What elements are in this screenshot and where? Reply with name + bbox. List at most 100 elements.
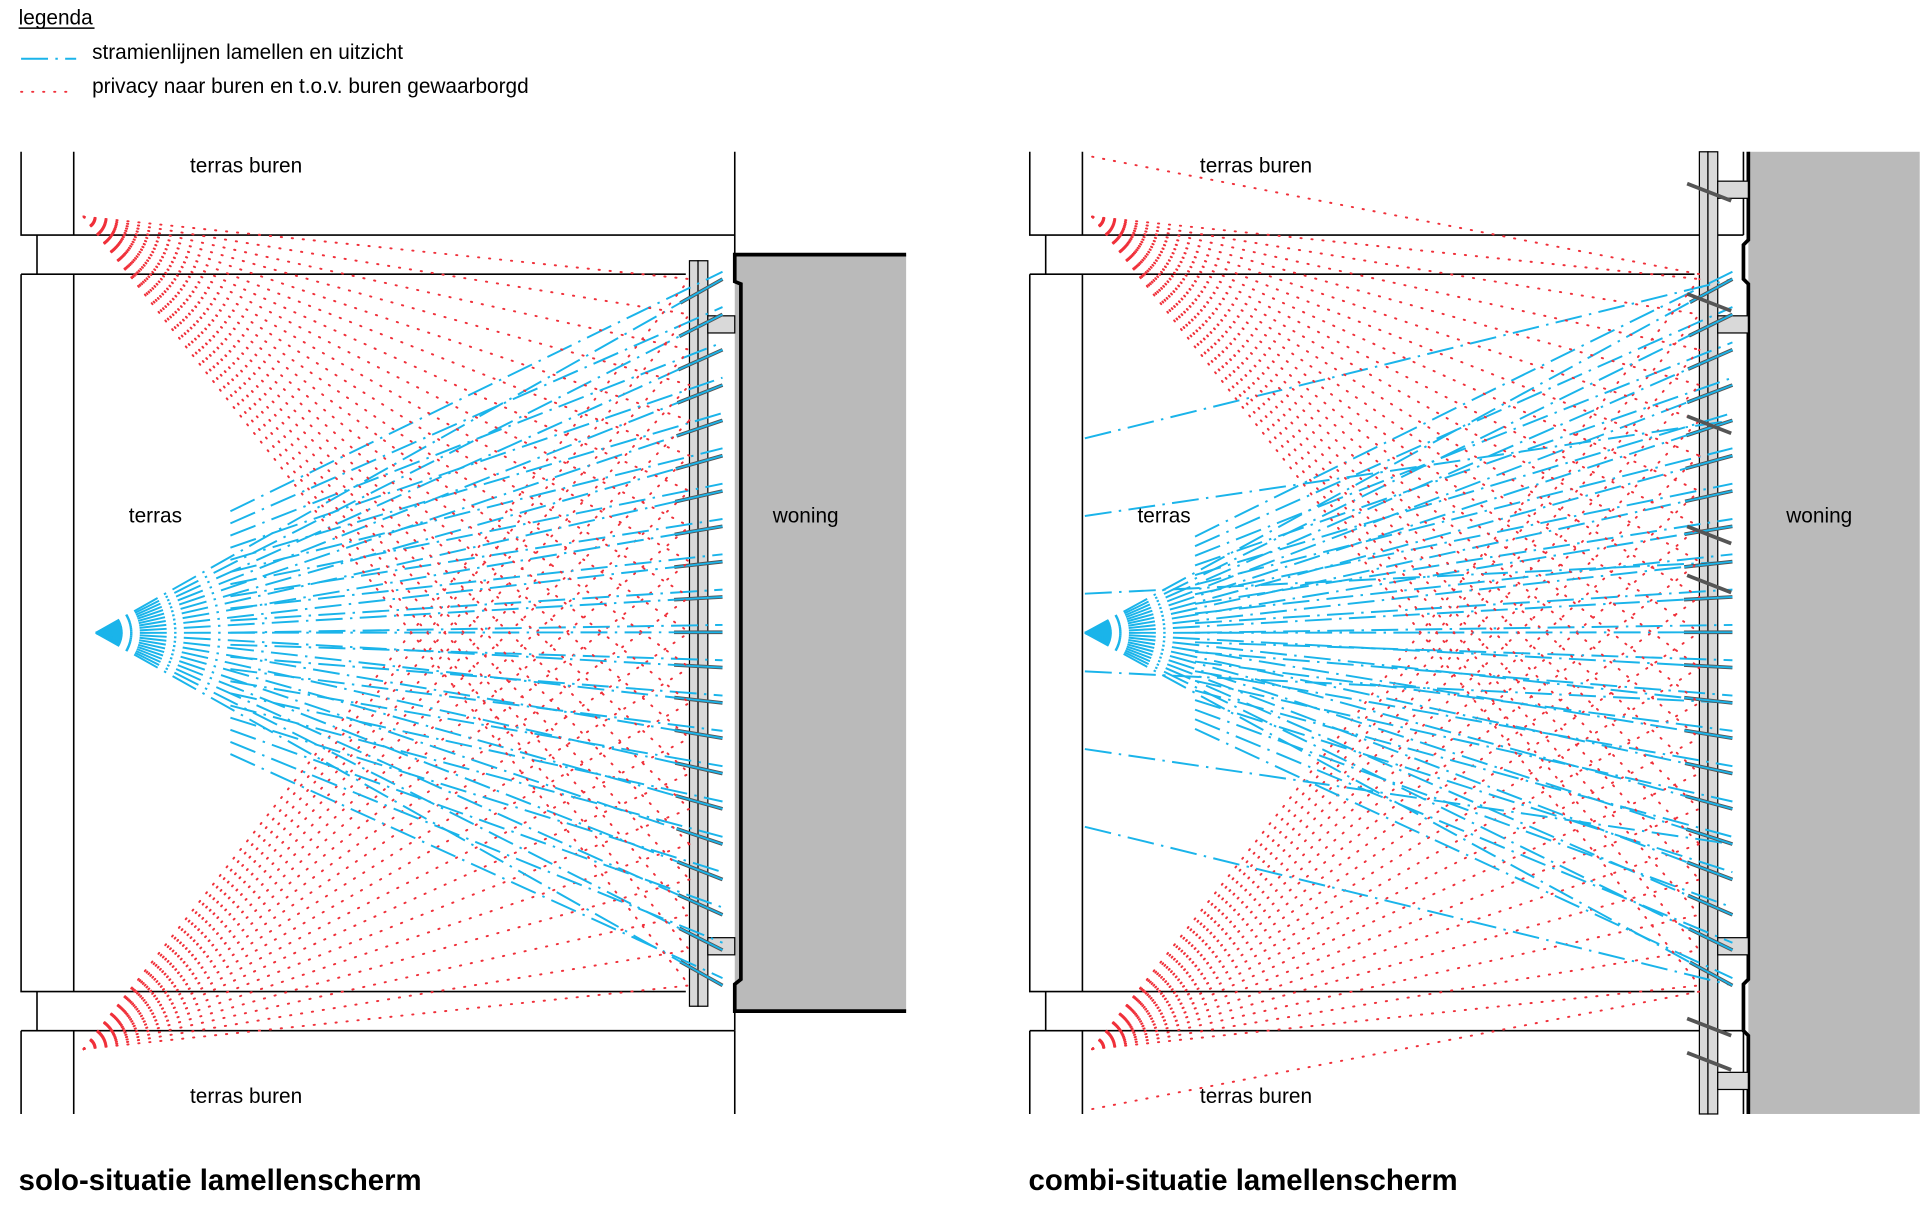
sight-line: [1084, 278, 1733, 634]
privacy-line: [1091, 878, 1701, 1051]
sight-line: [1194, 341, 1733, 557]
legend-item-blue: stramienlijnen lamellen en uitzicht: [92, 41, 403, 64]
sight-line: [1084, 278, 1733, 440]
privacy-line: [1091, 215, 1701, 916]
sight-line: [230, 482, 723, 586]
house-wall: [732, 252, 907, 1013]
sight-line: [1084, 313, 1733, 634]
lamella-highlight: [1685, 454, 1733, 470]
privacy-line: [82, 215, 691, 846]
sight-line: [1084, 454, 1733, 634]
sight-line: [1194, 718, 1733, 944]
sight-line: [1084, 670, 1733, 704]
sight-line: [1194, 447, 1733, 586]
privacy-line: [82, 878, 691, 1051]
sight-line: [1084, 631, 1733, 916]
privacy-line: [1091, 155, 1701, 276]
sight-line: [95, 313, 723, 634]
sight-line: [95, 631, 723, 740]
privacy-line: [82, 384, 691, 1051]
combi-terrace-label: terras: [1138, 505, 1191, 528]
neighbour-lamella: [1686, 1016, 1732, 1038]
lamella-highlight: [677, 348, 723, 371]
lamella-highlight: [674, 525, 723, 536]
privacy-line: [1091, 348, 1701, 1051]
privacy-line: [82, 215, 691, 387]
sight-line: [230, 655, 723, 697]
privacy-line: [1091, 215, 1701, 457]
sight-line: [95, 454, 723, 634]
sight-line: [1194, 699, 1733, 874]
sight-line: [230, 643, 723, 662]
privacy-line: [1091, 490, 1701, 1051]
lamella-highlight: [1684, 525, 1733, 536]
privacy-line: [82, 913, 691, 1051]
neighbour-lamella: [1686, 1051, 1732, 1072]
sight-line: [1084, 631, 1733, 704]
privacy-line: [1091, 949, 1701, 1051]
combi-diagram: [1028, 151, 1920, 1115]
sight-line: [1194, 727, 1733, 979]
privacy-line: [82, 215, 691, 351]
privacy-line: [1091, 215, 1701, 387]
lamella-highlight: [1684, 762, 1733, 775]
screen-bracket: [1717, 1071, 1749, 1091]
sight-line: [95, 632, 723, 951]
sight-line: [1194, 306, 1733, 548]
sight-line: [1084, 525, 1733, 634]
privacy-line: [82, 215, 691, 987]
neighbour-lamella: [1686, 524, 1732, 546]
sight-line: [95, 278, 723, 634]
privacy-line: [82, 348, 691, 1051]
sight-line: [230, 588, 723, 622]
sight-line: [1084, 631, 1733, 669]
sight-line: [1194, 553, 1733, 615]
sight-line: [1084, 825, 1733, 987]
lamella-highlight: [675, 762, 723, 775]
privacy-line: [82, 807, 691, 1051]
privacy-line: [82, 215, 691, 634]
combi-top-label: terras buren: [1200, 155, 1312, 178]
house-block: [1748, 151, 1920, 1114]
lamella-highlight: [675, 490, 723, 503]
privacy-line: [82, 666, 691, 1051]
lamella-highlight: [1684, 560, 1733, 568]
terrace-outline: [1028, 235, 1695, 993]
lamella-highlight: [679, 960, 723, 987]
lamella-highlight: [1688, 313, 1733, 337]
lamella-highlight: [675, 794, 723, 810]
privacy-line: [1091, 384, 1701, 1051]
lamella-highlight: [676, 827, 723, 846]
legend-title: legenda: [19, 6, 93, 29]
sight-line: [1084, 419, 1733, 634]
privacy-line: [1091, 990, 1701, 1111]
sight-line: [230, 692, 723, 803]
solo-bottom-label: terras buren: [190, 1085, 302, 1108]
combi-house-label: woning: [1785, 505, 1852, 528]
privacy-line: [1091, 278, 1701, 1051]
privacy-line: [1091, 215, 1701, 987]
terrace-outline: [20, 235, 686, 993]
sight-line: [1194, 708, 1733, 909]
sight-line: [1084, 595, 1733, 634]
sight-line: [1194, 412, 1733, 576]
privacy-line: [82, 215, 691, 492]
sight-line: [230, 741, 723, 944]
neighbour-lamella: [1686, 414, 1732, 436]
privacy-line: [1091, 215, 1701, 634]
privacy-line: [82, 215, 691, 916]
privacy-line: [1091, 215, 1701, 281]
lamella-highlight: [1687, 348, 1733, 370]
privacy-line: [1091, 631, 1701, 1051]
lamella-highlight: [676, 419, 723, 437]
privacy-line: [1091, 772, 1701, 1051]
privacy-line: [82, 419, 691, 1051]
sight-line: [1194, 376, 1733, 567]
solo-top-label: terras buren: [190, 155, 302, 178]
privacy-line: [1091, 215, 1701, 528]
privacy-line: [1091, 560, 1701, 1051]
sight-line: [95, 384, 723, 634]
lamella-highlight: [1684, 696, 1733, 704]
privacy-line: [1091, 215, 1701, 810]
combi-title: combi-situatie lamellenscherm: [1029, 1164, 1458, 1197]
